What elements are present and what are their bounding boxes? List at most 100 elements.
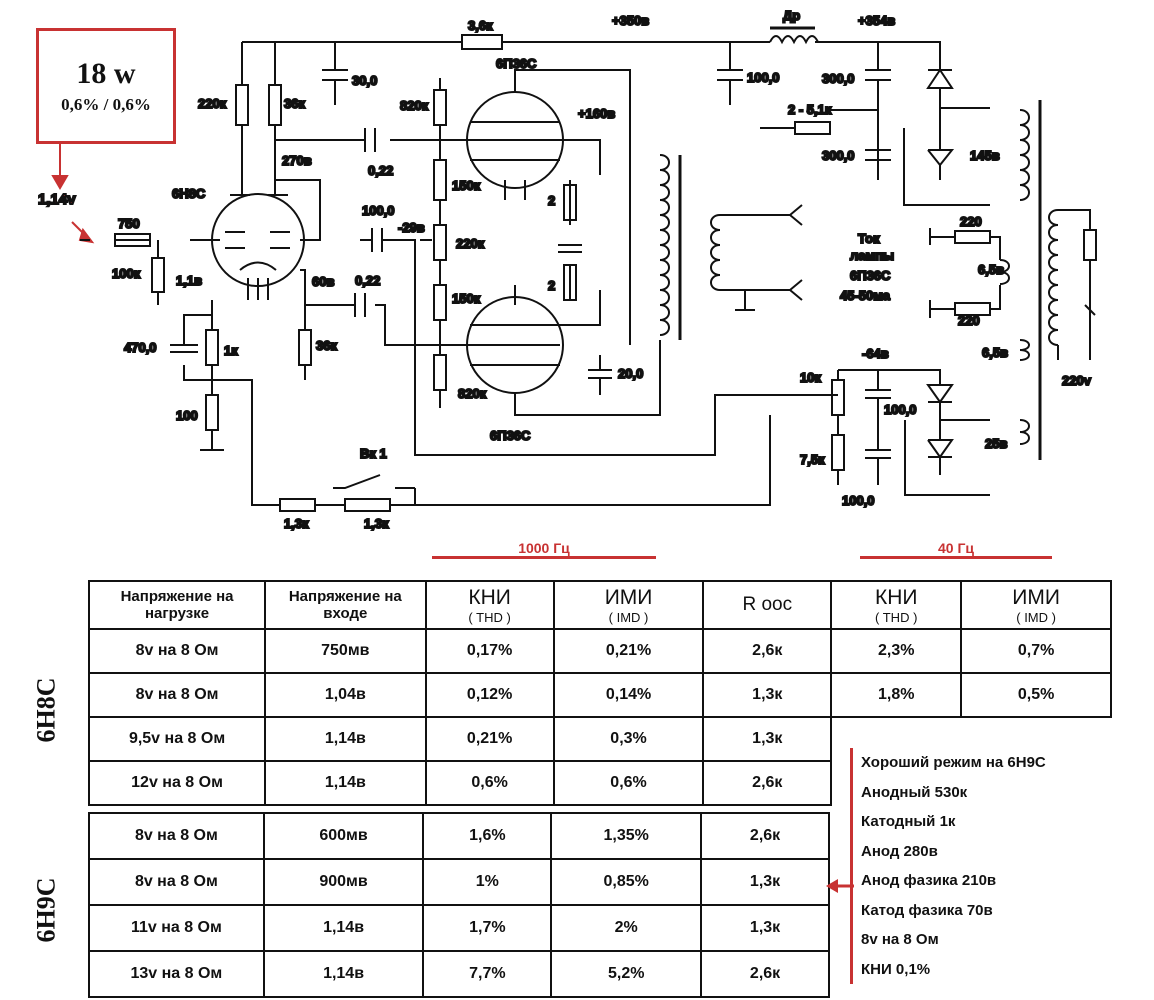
output-transformer-secondary (710, 214, 790, 311)
svg-text:2: 2 (548, 278, 555, 293)
svg-text:60в: 60в (312, 274, 334, 289)
output-transformer-primary (659, 154, 670, 336)
svg-text:470,0: 470,0 (124, 340, 157, 355)
svg-text:0,22: 0,22 (355, 273, 380, 288)
schematic-labels: 3,6к +350в Др +354в 30,0 100,0 300,0 300… (111, 7, 1093, 532)
svg-text:100к: 100к (112, 266, 141, 281)
resistor-3-6k (461, 34, 503, 50)
svg-text:2: 2 (548, 193, 555, 208)
rectifier-diodes (926, 68, 955, 180)
svg-text:220к: 220к (198, 96, 227, 111)
resistor-1-3k-a (279, 498, 316, 512)
header-input: Напряжение на входе (264, 580, 427, 630)
svg-text:36к: 36к (284, 96, 305, 111)
resistor-7-5k (831, 434, 845, 471)
resistor-10k (831, 379, 845, 416)
resistor-820k-bottom (433, 354, 447, 391)
svg-text:100,0: 100,0 (884, 402, 917, 417)
svg-text:20,0: 20,0 (618, 366, 643, 381)
input-voltage-label: 1,14v (38, 191, 76, 208)
transformer-secondary-145 (1019, 109, 1030, 201)
svg-text:820к: 820к (400, 98, 429, 113)
svg-text:1,3к: 1,3к (284, 516, 309, 531)
svg-text:+354в: +354в (858, 13, 895, 28)
cap-022-bottom (305, 293, 440, 346)
svg-text:1к: 1к (224, 343, 238, 358)
svg-text:Др: Др (783, 8, 800, 23)
resistor-2b (563, 264, 577, 301)
svg-text:6П36С: 6П36С (490, 428, 531, 443)
resistor-220-b (954, 302, 991, 316)
svg-text:+350в: +350в (612, 13, 649, 28)
cap-30 (322, 42, 348, 105)
svg-text:1,1в: 1,1в (176, 273, 202, 288)
group-label-6n8s: 6Н8С (31, 677, 61, 743)
svg-text:750: 750 (118, 216, 140, 231)
svg-text:45-50ма: 45-50ма (840, 288, 891, 303)
cap-300 (760, 42, 891, 180)
freq-label-1000: 1000 Гц (432, 540, 656, 559)
svg-text:2 - 5,1к: 2 - 5,1к (788, 102, 832, 117)
svg-text:300,0: 300,0 (822, 148, 855, 163)
svg-text:6,5в: 6,5в (982, 345, 1008, 360)
svg-text:270в: 270в (282, 153, 312, 168)
resistor-2-5k (794, 121, 831, 135)
svg-text:220к: 220к (456, 236, 485, 251)
bias-diodes (904, 384, 990, 496)
resistor-750 (114, 233, 151, 247)
speaker-terminals (789, 204, 803, 301)
svg-text:145в: 145в (970, 148, 1000, 163)
svg-text:30,0: 30,0 (352, 73, 377, 88)
svg-text:7,5к: 7,5к (800, 452, 825, 467)
resistor-220k (235, 84, 249, 126)
svg-text:-29в: -29в (398, 220, 425, 235)
svg-text:100,0: 100,0 (747, 70, 780, 85)
resistor-36k-top (268, 84, 282, 126)
power-badge: 18 w 0,6% / 0,6% (36, 28, 176, 144)
distortion-value: 0,6% / 0,6% (61, 95, 151, 114)
cap-022-top (364, 128, 376, 152)
results-table-6n8s: Напряжение на нагрузке Напряжение на вхо… (87, 580, 1112, 806)
svg-text:+160в: +160в (578, 106, 615, 121)
freq-label-40: 40 Гц (860, 540, 1052, 559)
resistor-36k-bottom (298, 329, 312, 366)
svg-text:25в: 25в (985, 436, 1007, 451)
svg-text:-64в: -64в (862, 346, 889, 361)
resistor-220k-grid (433, 224, 447, 261)
svg-text:100: 100 (176, 408, 198, 423)
svg-text:6П36С: 6П36С (496, 56, 537, 71)
svg-text:1,3к: 1,3к (364, 516, 389, 531)
svg-text:3,6к: 3,6к (468, 18, 493, 33)
recommended-mode-note: Хороший режим на 6Н9С Анодный 530к Катод… (850, 748, 1101, 984)
svg-text:лампы: лампы (850, 248, 894, 263)
resistor-1k (205, 329, 219, 366)
resistor-150k-top (433, 159, 447, 201)
svg-text:100,0: 100,0 (842, 493, 875, 508)
svg-text:150к: 150к (452, 178, 481, 193)
resistor-220-a (954, 230, 991, 244)
svg-text:6Н8С: 6Н8С (172, 186, 206, 201)
svg-text:6П36С: 6П36С (850, 268, 891, 283)
svg-text:150к: 150к (452, 291, 481, 306)
header-rooc: R ooc (702, 580, 833, 630)
amplifier-schematic: 1,14v (37, 7, 1097, 532)
cap-100-top (717, 42, 743, 105)
svg-text:220: 220 (958, 313, 980, 328)
svg-text:100,0: 100,0 (362, 203, 395, 218)
tube-6n8s (211, 193, 305, 287)
power-value: 18 w (76, 57, 136, 90)
resistor-2a (563, 184, 577, 221)
svg-text:Вк 1: Вк 1 (360, 446, 387, 461)
header-load: Напряжение на нагрузке (87, 580, 267, 630)
svg-text:220v: 220v (1062, 373, 1092, 388)
